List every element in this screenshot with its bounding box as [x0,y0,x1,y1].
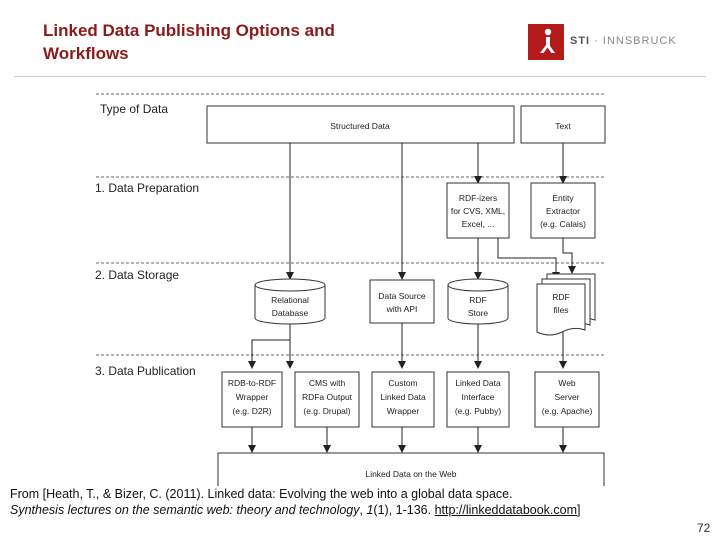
label-rdffiles-1: RDF [552,292,569,302]
caption-volume: 1 [366,503,374,517]
label-extractor-2: Extractor [546,206,580,216]
arrow-extractor-to-rdffiles [562,238,576,274]
label-interface-2: Interface [461,392,494,402]
label-cms-2: RDFa Output [302,392,353,402]
logo-mark-icon [528,24,564,60]
label-webserver-2: Server [554,392,579,402]
box-custom-linked-data-wrapper: Custom Linked Data Wrapper [371,371,435,428]
label-webserver-1: Web [558,378,576,388]
logo-city: INNSBRUCK [602,35,677,47]
label-rdb2rdf-1: RDB-to-RDF [228,378,276,388]
logo-figure-icon [540,28,555,53]
label-custom-2: Linked Data [380,392,426,402]
label-extractor-3: (e.g. Calais) [540,219,586,229]
logo-separator: · [590,35,603,47]
label-cms-3: (e.g. Drupal) [303,406,350,416]
label-rdfizers-3: Excel, ... [462,219,495,229]
slide-title-line-1: Linked Data Publishing Options and [43,21,335,40]
caption-separator: , [359,503,367,517]
connectors [248,143,576,453]
box-rdfizers: RDF-izers for CVS, XML, Excel, ... [446,182,510,239]
box-linked-data-interface: Linked Data Interface (e.g. Pubby) [446,371,510,428]
box-web-server: Web Server (e.g. Apache) [534,371,600,428]
section-data-storage: 2. Data Storage [95,268,179,282]
label-rdfizers-1: RDF-izers [459,193,497,203]
label-interface-1: Linked Data [455,378,501,388]
slide-title-line-2: Workflows [43,44,129,63]
label-rdb2rdf-3: (e.g. D2R) [232,406,271,416]
section-type-of-data: Type of Data [100,102,168,116]
box-data-source-api: Data Source with API [369,279,435,324]
label-webserver-3: (e.g. Apache) [542,406,593,416]
caption-pages: (1), 1-136. [373,503,435,517]
label-rdb2rdf-2: Wrapper [236,392,269,402]
cylinder-relational-database: Relational Database [254,278,326,325]
label-linked-data-web: Linked Data on the Web [365,469,456,479]
cylinder-rdf-store: RDF Store [447,278,509,325]
stack-rdf-files: RDF files [536,273,596,336]
label-relational-2: Database [272,308,309,318]
logo-brand: STI [570,35,591,47]
label-relational-1: Relational [271,295,309,305]
caption-line-1: From [Heath, T., & Bizer, C. (2011). Lin… [10,487,513,501]
label-rdfstore-1: RDF [469,295,486,305]
caption-line-2: Synthesis lectures on the semantic web: … [10,502,700,518]
box-text: Text [520,105,606,144]
slide-title: Linked Data Publishing Options and Workf… [43,19,443,65]
caption-close: ] [577,503,581,517]
label-extractor-1: Entity [552,193,574,203]
label-rdffiles-2: files [553,305,568,315]
section-data-preparation: 1. Data Preparation [95,181,199,195]
publishing-workflow-diagram: Type of Data 1. Data Preparation 2. Data… [95,93,606,494]
label-custom-1: Custom [388,378,417,388]
label-custom-3: Wrapper [387,406,420,416]
arrow-relational-to-rdb2rdf [248,323,291,369]
arrow-rdfizers-to-rdffiles [497,238,560,280]
section-dividers [96,93,606,356]
caption-journal: Synthesis lectures on the semantic web: … [10,503,360,517]
label-cms-1: CMS with [309,378,346,388]
logo-text: STI · INNSBRUCK [570,35,677,47]
box-rdb-to-rdf-wrapper: RDB-to-RDF Wrapper (e.g. D2R) [221,371,283,428]
label-datasource-1: Data Source [378,291,426,301]
caption-link[interactable]: http://linkeddatabook.com [434,503,578,517]
box-entity-extractor: Entity Extractor (e.g. Calais) [530,182,596,239]
label-structured-data: Structured Data [330,121,390,131]
title-divider [14,76,706,77]
label-rdfstore-2: Store [468,308,489,318]
label-datasource-2: with API [386,304,418,314]
page-number: 72 [697,521,711,535]
label-interface-3: (e.g. Pubby) [455,406,501,416]
label-rdfizers-2: for CVS, XML, [451,206,505,216]
box-cms-rdfa-output: CMS with RDFa Output (e.g. Drupal) [294,371,360,428]
box-structured-data: Structured Data [206,105,515,144]
section-data-publication: 3. Data Publication [95,364,196,378]
label-text: Text [555,121,571,131]
source-caption: From [Heath, T., & Bizer, C. (2011). Lin… [10,486,700,518]
